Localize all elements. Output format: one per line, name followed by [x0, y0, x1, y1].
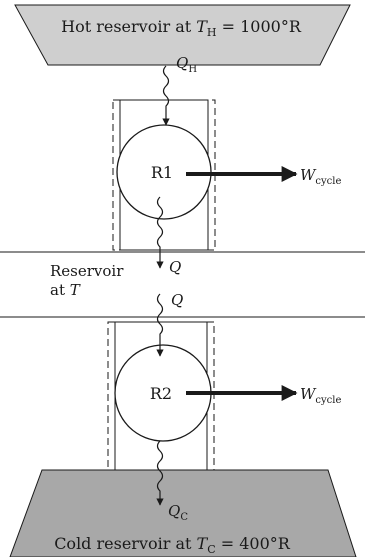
cold-reservoir-label: Cold reservoir at TC = 400°R	[54, 534, 291, 556]
engine2-label: R2	[150, 384, 172, 403]
cold-reservoir-block	[9, 469, 357, 557]
engine2-outer-boundary	[107, 321, 215, 471]
middle-reservoir-label-line2: at T	[50, 281, 81, 299]
work-label-2: Wcycle	[300, 385, 341, 406]
q-mid-out-label: Q	[169, 258, 181, 276]
work-label-1: Wcycle	[300, 166, 341, 187]
q-cold-arrow	[156, 440, 164, 506]
q-mid-out-arrow	[156, 196, 164, 269]
q-hot-label: QH	[176, 54, 197, 75]
hot-reservoir-block	[14, 4, 351, 66]
q-mid-in-label: Q	[171, 291, 183, 309]
hot-reservoir-label: Hot reservoir at TH = 1000°R	[61, 17, 302, 39]
q-hot-arrow	[162, 65, 170, 126]
q-mid-in-arrow	[156, 293, 164, 357]
engine1-label: R1	[151, 163, 173, 182]
q-cold-label: QC	[168, 502, 188, 523]
middle-reservoir-label-line1: Reservoir	[50, 262, 124, 280]
